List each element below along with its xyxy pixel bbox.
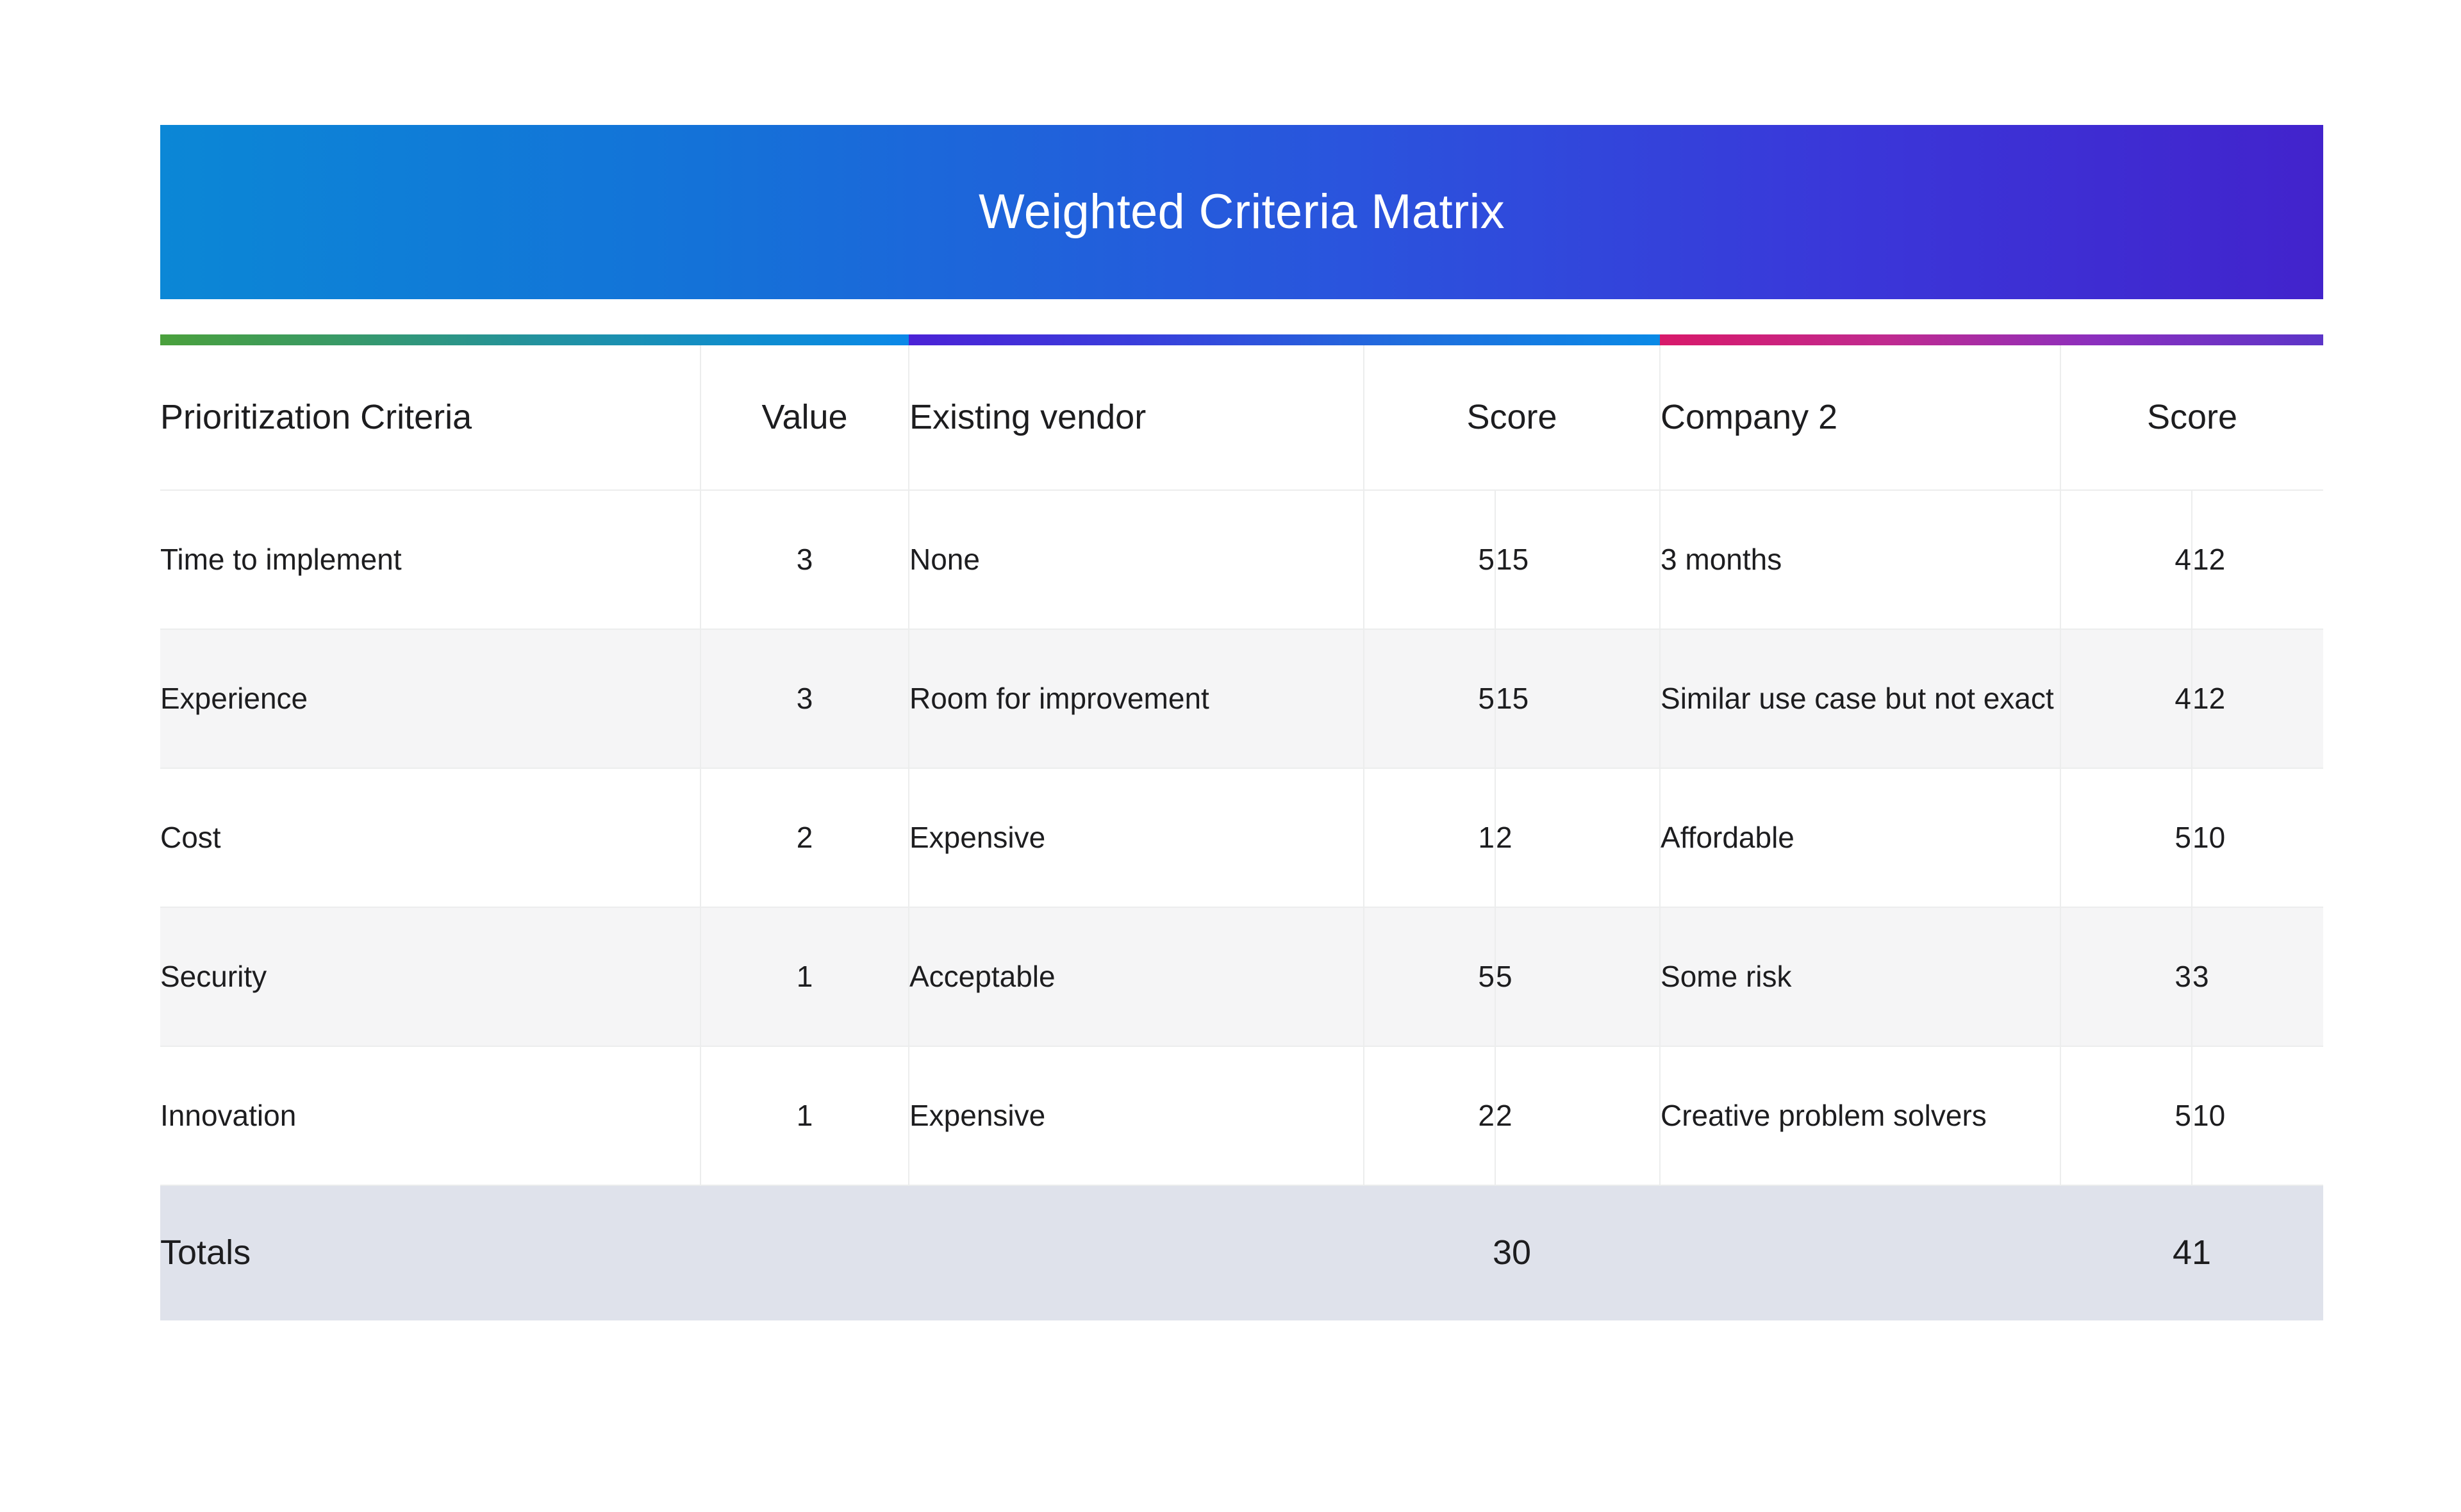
- accent-bar: [160, 334, 2323, 345]
- accent-segment-vendor-1: [909, 334, 1660, 345]
- totals-label: Totals: [160, 1185, 700, 1320]
- table-row: Security 1 Acceptable 5 5 Some risk 3 3: [160, 907, 2324, 1047]
- cell-vendor-1-weighted-score: 2: [1495, 1046, 1661, 1186]
- totals-value-spacer: [700, 1185, 909, 1320]
- totals-vendor-1-score: 30: [1364, 1185, 1661, 1320]
- column-header-score-1: Score: [1364, 345, 1661, 491]
- totals-vendor-1-desc-spacer: [909, 1185, 1364, 1320]
- cell-criteria: Cost: [160, 768, 701, 908]
- cell-vendor-1-weighted-score: 15: [1495, 490, 1661, 630]
- column-header-value: Value: [700, 345, 909, 491]
- cell-vendor-2-desc: Creative problem solvers: [1660, 1046, 2062, 1186]
- header-row: Prioritization Criteria Value Existing v…: [160, 345, 2324, 491]
- cell-criteria: Experience: [160, 629, 701, 769]
- cell-vendor-1-desc: None: [909, 490, 1364, 630]
- accent-segment-vendor-2: [1660, 334, 2323, 345]
- cell-vendor-2-raw-score: 4: [2060, 629, 2193, 769]
- cell-vendor-2-raw-score: 5: [2060, 1046, 2193, 1186]
- accent-segment-criteria: [160, 334, 909, 345]
- cell-vendor-1-desc: Expensive: [909, 1046, 1364, 1186]
- cell-value: 3: [700, 490, 909, 630]
- cell-vendor-2-weighted-score: 12: [2192, 490, 2324, 630]
- cell-criteria: Innovation: [160, 1046, 701, 1186]
- column-header-criteria: Prioritization Criteria: [160, 345, 701, 491]
- criteria-matrix-table: Prioritization Criteria Value Existing v…: [160, 345, 2324, 1320]
- cell-vendor-1-weighted-score: 15: [1495, 629, 1661, 769]
- cell-value: 1: [700, 907, 909, 1047]
- cell-vendor-1-weighted-score: 5: [1495, 907, 1661, 1047]
- cell-vendor-1-desc: Room for improvement: [909, 629, 1364, 769]
- cell-vendor-2-raw-score: 5: [2060, 768, 2193, 908]
- cell-vendor-2-desc: Affordable: [1660, 768, 2062, 908]
- cell-vendor-1-desc: Acceptable: [909, 907, 1364, 1047]
- cell-vendor-1-weighted-score: 2: [1495, 768, 1661, 908]
- cell-vendor-1-desc: Expensive: [909, 768, 1364, 908]
- cell-criteria: Security: [160, 907, 701, 1047]
- cell-vendor-1-raw-score: 5: [1364, 629, 1496, 769]
- column-header-vendor-2: Company 2: [1660, 345, 2062, 491]
- cell-vendor-2-raw-score: 3: [2060, 907, 2193, 1047]
- cell-criteria: Time to implement: [160, 490, 701, 630]
- cell-vendor-1-raw-score: 2: [1364, 1046, 1496, 1186]
- criteria-matrix-table-wrap: Prioritization Criteria Value Existing v…: [160, 345, 2324, 1320]
- cell-vendor-2-weighted-score: 10: [2192, 1046, 2324, 1186]
- cell-vendor-1-raw-score: 5: [1364, 490, 1496, 630]
- cell-value: 3: [700, 629, 909, 769]
- totals-vendor-2-score: 41: [2060, 1185, 2324, 1320]
- column-header-vendor-1: Existing vendor: [909, 345, 1364, 491]
- table-row: Time to implement 3 None 5 15 3 months 4…: [160, 490, 2324, 630]
- cell-vendor-2-weighted-score: 12: [2192, 629, 2324, 769]
- cell-vendor-1-raw-score: 5: [1364, 907, 1496, 1047]
- table-row: Innovation 1 Expensive 2 2 Creative prob…: [160, 1046, 2324, 1186]
- cell-value: 1: [700, 1046, 909, 1186]
- cell-value: 2: [700, 768, 909, 908]
- column-header-score-2: Score: [2060, 345, 2324, 491]
- cell-vendor-2-weighted-score: 3: [2192, 907, 2324, 1047]
- cell-vendor-2-weighted-score: 10: [2192, 768, 2324, 908]
- totals-row: Totals 30 41: [160, 1185, 2324, 1320]
- totals-vendor-2-desc-spacer: [1660, 1185, 2061, 1320]
- table-header: Prioritization Criteria Value Existing v…: [160, 345, 2324, 491]
- table-body: Time to implement 3 None 5 15 3 months 4…: [160, 490, 2324, 1320]
- cell-vendor-2-desc: Some risk: [1660, 907, 2062, 1047]
- cell-vendor-2-raw-score: 4: [2060, 490, 2193, 630]
- title-bar: Weighted Criteria Matrix: [160, 125, 2323, 299]
- page-title: Weighted Criteria Matrix: [979, 185, 1505, 239]
- table-row: Cost 2 Expensive 1 2 Affordable 5 10: [160, 768, 2324, 908]
- table-row: Experience 3 Room for improvement 5 15 S…: [160, 629, 2324, 769]
- cell-vendor-2-desc: 3 months: [1660, 490, 2062, 630]
- cell-vendor-1-raw-score: 1: [1364, 768, 1496, 908]
- cell-vendor-2-desc: Similar use case but not exact: [1660, 629, 2062, 769]
